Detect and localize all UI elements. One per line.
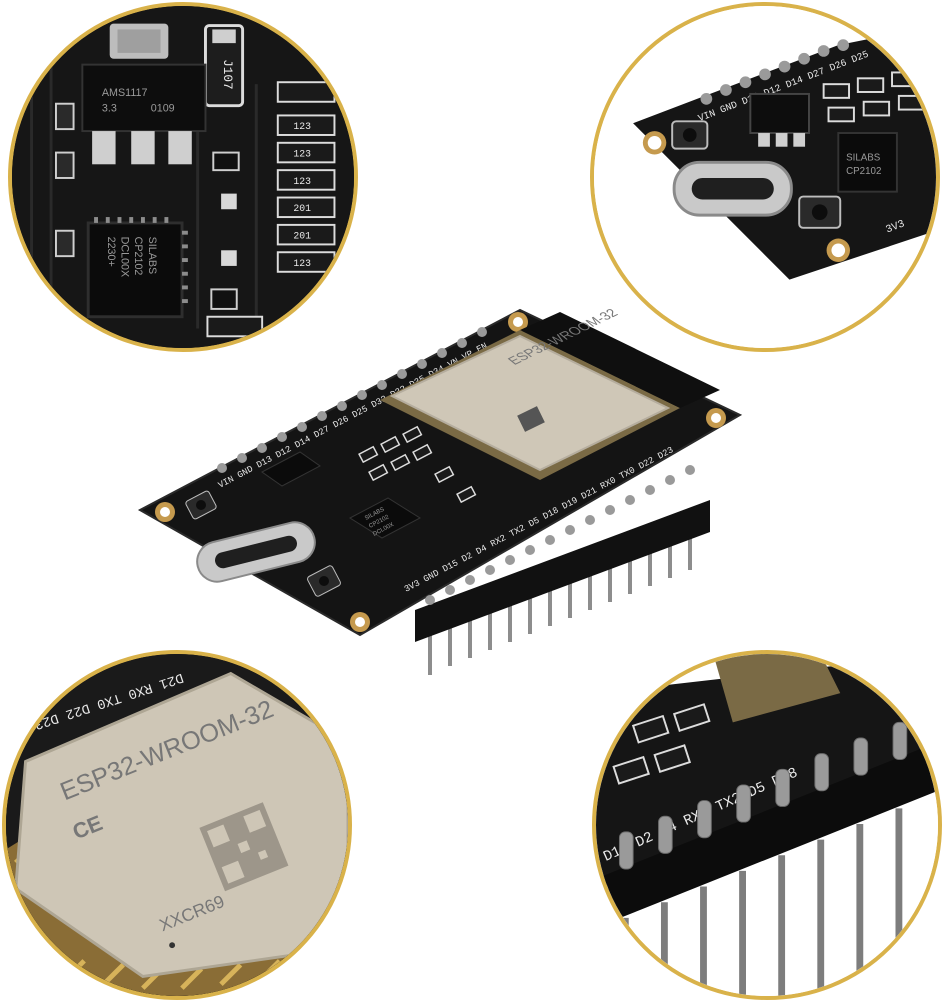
zoom-circle-usb: VIN GND D13 D12 D14 D27 D26 D25 SILABS C…: [590, 2, 940, 352]
chip-date: 2230+: [105, 237, 117, 267]
chip-model: CP2102: [132, 237, 144, 276]
usb-c-port: [196, 521, 316, 583]
mounting-holes: [155, 312, 726, 632]
chip-model: CP2102: [846, 166, 881, 177]
zoom-circle-module: D21 RX0 TX0 D22 D23 ESP32-WROOM-32 CE XX…: [2, 650, 352, 1000]
resistor-column: 123 123 123 201 201 123: [276, 81, 336, 273]
resistor-code: 123: [293, 258, 311, 269]
top-header-pins: [217, 327, 487, 473]
zoom-chips-photo: J107 AMS1117 3.3 0109 SILABS CP2102 DCL0…: [12, 6, 354, 348]
zoom-circle-chips: J107 AMS1117 3.3 0109 SILABS CP2102 DCL0…: [8, 2, 358, 352]
chip-brand: SILABS: [846, 152, 881, 163]
regulator-text-2: 3.3: [102, 103, 117, 115]
zoom-module-photo: D21 RX0 TX0 D22 D23 ESP32-WROOM-32 CE XX…: [6, 654, 348, 996]
resistor-code: 201: [293, 203, 311, 214]
resistor-code: 123: [293, 121, 311, 132]
jumper-label: J107: [220, 59, 235, 89]
qr-code: [199, 802, 289, 892]
main-board-photo: VIN GND D13 D12 D14 D27 D26 D25 D33 D32 …: [120, 300, 760, 700]
chip-brand: SILABS: [146, 237, 158, 275]
regulator-text-1: AMS1117: [102, 87, 148, 99]
regulator-text-3: 0109: [151, 103, 175, 115]
resistor-code: 123: [293, 148, 311, 159]
zoom-pins-photo: D15 D2 D4 RX2 TX2 D5 D18: [596, 654, 938, 996]
resistor-code: 201: [293, 231, 311, 242]
esp32-module: ESP32-WROOM-32: [380, 306, 720, 480]
zoom-circle-pins: D15 D2 D4 RX2 TX2 D5 D18: [592, 650, 942, 1000]
chip-code: DCL00X: [118, 237, 130, 278]
resistor-code: 123: [293, 176, 311, 187]
header-pins: [700, 39, 850, 105]
header-pins: [618, 721, 908, 870]
zoom-usb-photo: VIN GND D13 D12 D14 D27 D26 D25 SILABS C…: [594, 6, 936, 348]
